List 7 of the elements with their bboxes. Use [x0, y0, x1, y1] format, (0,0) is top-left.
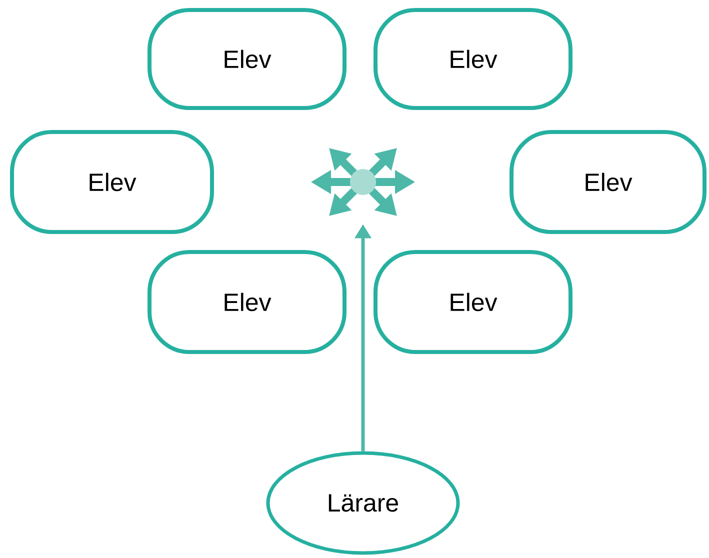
person-box: Elev: [374, 250, 572, 354]
person-box: Elev: [148, 250, 346, 354]
person-box: Elev: [10, 130, 214, 234]
person-box: Elev: [510, 130, 706, 234]
person-box: Elev: [374, 8, 572, 110]
person-box: Elev: [148, 8, 346, 110]
arrow-star-drawing: [311, 148, 415, 216]
